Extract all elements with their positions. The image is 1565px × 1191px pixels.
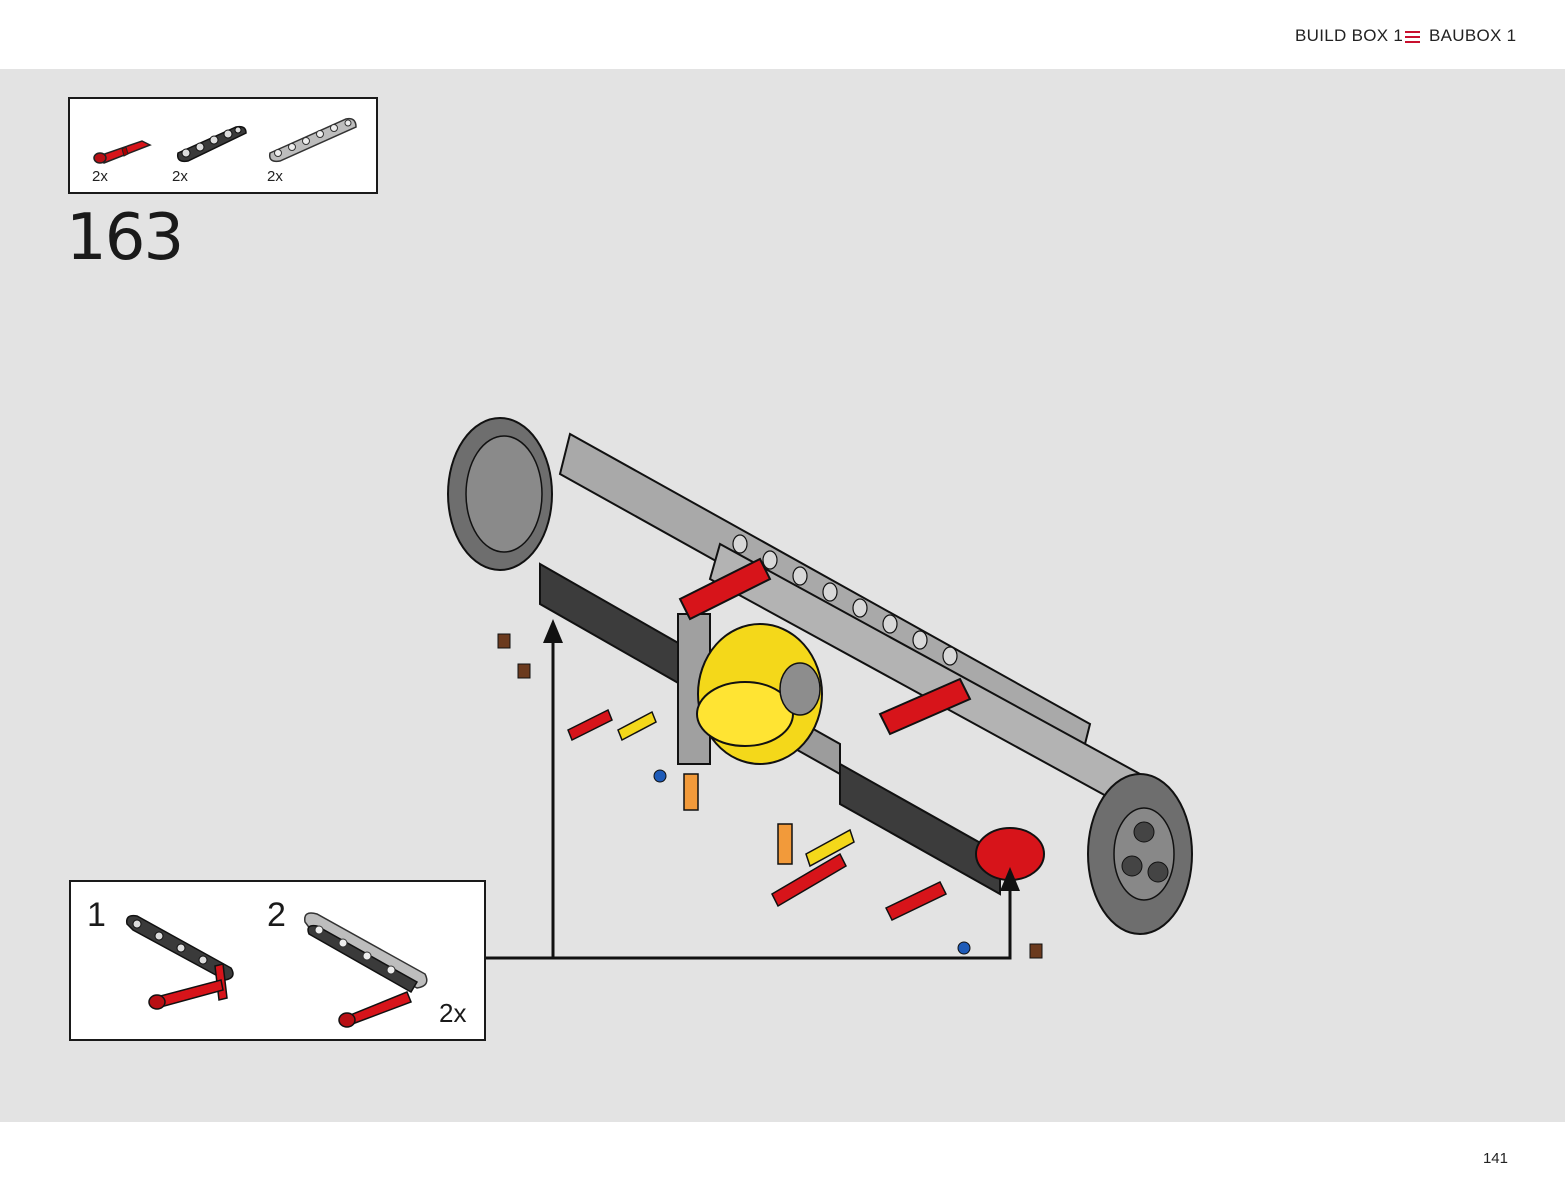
callout-arrows — [486, 619, 1020, 960]
dark-gray-beam-icon — [176, 125, 247, 163]
build-box-label: BUILD BOX 1 — [1295, 26, 1404, 45]
red-axle-pin-icon — [93, 140, 152, 164]
page-number: 141 — [1482, 1150, 1508, 1167]
sub-step-1-illustration — [125, 914, 234, 1010]
baubox-label: BAUBOX 1 — [1429, 26, 1517, 45]
chassis-model-illustration — [447, 417, 1193, 959]
page-footer: 141 — [0, 1122, 1565, 1191]
menu-icon — [1405, 31, 1420, 43]
instruction-canvas: 2x 2x 2x 163 — [0, 69, 1565, 1122]
parts-list-box: 2x 2x 2x — [68, 97, 378, 194]
part-qty-1: 2x — [92, 168, 108, 185]
page-header: BUILD BOX 1 BAUBOX 1 — [0, 0, 1565, 69]
part-qty-2: 2x — [172, 168, 188, 185]
part-qty-3: 2x — [267, 168, 283, 185]
sub-step-2-number: 2 — [267, 896, 286, 934]
sub-step-2-qty: 2x — [439, 998, 467, 1028]
sub-step-1-number: 1 — [87, 896, 106, 934]
sub-step-2-illustration — [304, 912, 428, 1028]
light-gray-beam-icon — [268, 117, 357, 163]
step-number: 163 — [66, 201, 184, 275]
sub-assembly-box: 1 2 2x — [69, 880, 486, 1041]
